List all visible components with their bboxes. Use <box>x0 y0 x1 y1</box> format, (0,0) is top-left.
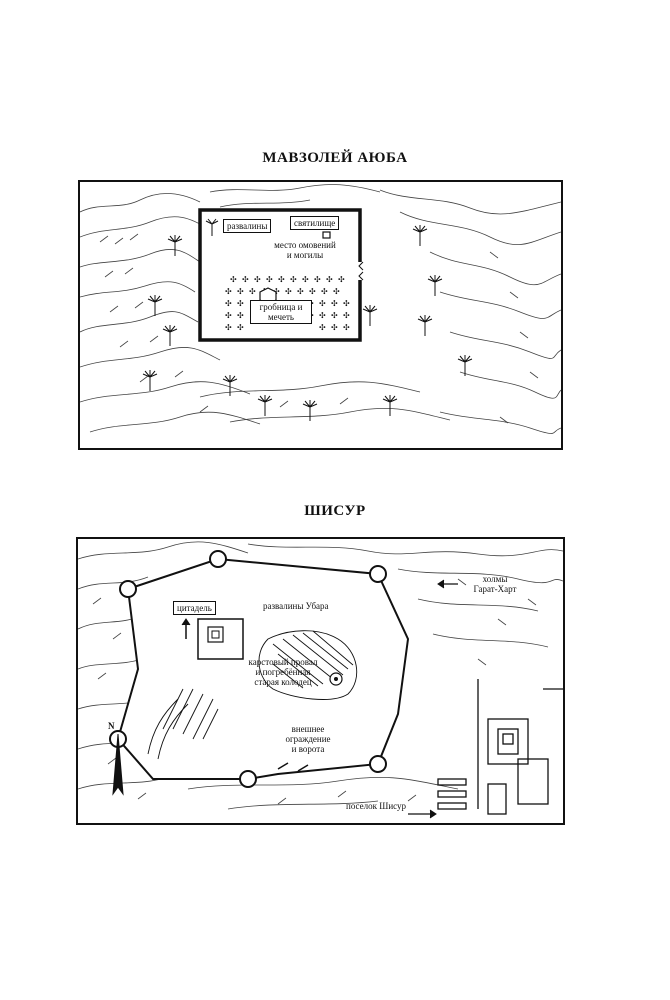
svg-text:✣: ✣ <box>254 275 261 284</box>
svg-text:✣: ✣ <box>333 287 340 296</box>
svg-text:✣: ✣ <box>237 299 244 308</box>
ruins-label: развалины <box>223 219 272 233</box>
svg-text:✣: ✣ <box>319 311 326 320</box>
mausoleum-map: ✣✣✣✣✣✣✣✣✣✣ ✣✣✣✣✣✣✣✣✣✣ ✣✣✣✣✣✣✣ ✣✣✣✣✣✣ ✣✣✣… <box>78 180 563 450</box>
svg-text:✣: ✣ <box>302 275 309 284</box>
sanctuary-label: святилище <box>290 216 340 230</box>
svg-text:✣: ✣ <box>278 275 285 284</box>
karst-line-2: и погребённая <box>255 667 311 677</box>
svg-text:✣: ✣ <box>343 323 350 332</box>
top-map-title: МАВЗОЛЕЙ АЮБА <box>262 150 408 166</box>
svg-text:✣: ✣ <box>331 323 338 332</box>
hills-label: холмы Гарат-Харт <box>460 574 530 594</box>
hills-line-1: холмы <box>482 574 508 584</box>
hills-line-2: Гарат-Харт <box>473 584 517 594</box>
svg-text:✣: ✣ <box>285 287 292 296</box>
ruins-ubar-label: развалины Убара <box>263 601 329 611</box>
ablution-line-2: и могилы <box>286 250 324 260</box>
svg-text:✣: ✣ <box>237 287 244 296</box>
karst-line-3: старая колодец <box>254 677 312 687</box>
svg-text:✣: ✣ <box>237 323 244 332</box>
wall-line-3: и ворота <box>291 744 325 754</box>
svg-text:✣: ✣ <box>225 287 232 296</box>
karst-collapse-label: карстовый провал и погребённая старая ко… <box>228 657 338 687</box>
svg-text:✣: ✣ <box>237 311 244 320</box>
svg-text:✣: ✣ <box>321 287 328 296</box>
svg-text:✣: ✣ <box>319 323 326 332</box>
wall-line-1: внешнее <box>291 724 325 734</box>
outer-wall-gate-label: внешнее ограждение и ворота <box>278 724 338 754</box>
svg-text:✣: ✣ <box>273 287 280 296</box>
svg-text:✣: ✣ <box>343 299 350 308</box>
bottom-map-title: ШИСУР <box>304 503 366 519</box>
svg-text:✣: ✣ <box>309 287 316 296</box>
svg-text:✣: ✣ <box>297 287 304 296</box>
svg-text:✣: ✣ <box>314 275 321 284</box>
ablution-line-1: место омовений <box>274 240 336 250</box>
tomb-mosque-label: гробница и мечеть <box>250 300 312 324</box>
svg-text:✣: ✣ <box>230 275 237 284</box>
svg-text:✣: ✣ <box>290 275 297 284</box>
svg-text:✣: ✣ <box>338 275 345 284</box>
wall-line-2: ограждение <box>285 734 331 744</box>
svg-text:✣: ✣ <box>326 275 333 284</box>
karst-line-1: карстовый провал <box>248 657 318 667</box>
svg-text:✣: ✣ <box>331 299 338 308</box>
svg-text:✣: ✣ <box>249 287 256 296</box>
settlement-label: поселок Шисур <box>346 801 407 811</box>
svg-text:✣: ✣ <box>225 299 232 308</box>
svg-text:✣: ✣ <box>225 323 232 332</box>
north-label: N <box>108 721 115 731</box>
ablution-place-label: место омовений и могилы <box>255 240 355 260</box>
shisur-map: цитадель развалины Убара карстовый прова… <box>76 537 565 825</box>
svg-text:✣: ✣ <box>266 275 273 284</box>
svg-text:✣: ✣ <box>319 299 326 308</box>
svg-text:✣: ✣ <box>331 311 338 320</box>
citadel-label: цитадель <box>173 601 216 615</box>
svg-text:✣: ✣ <box>242 275 249 284</box>
svg-text:✣: ✣ <box>225 311 232 320</box>
svg-text:✣: ✣ <box>343 311 350 320</box>
